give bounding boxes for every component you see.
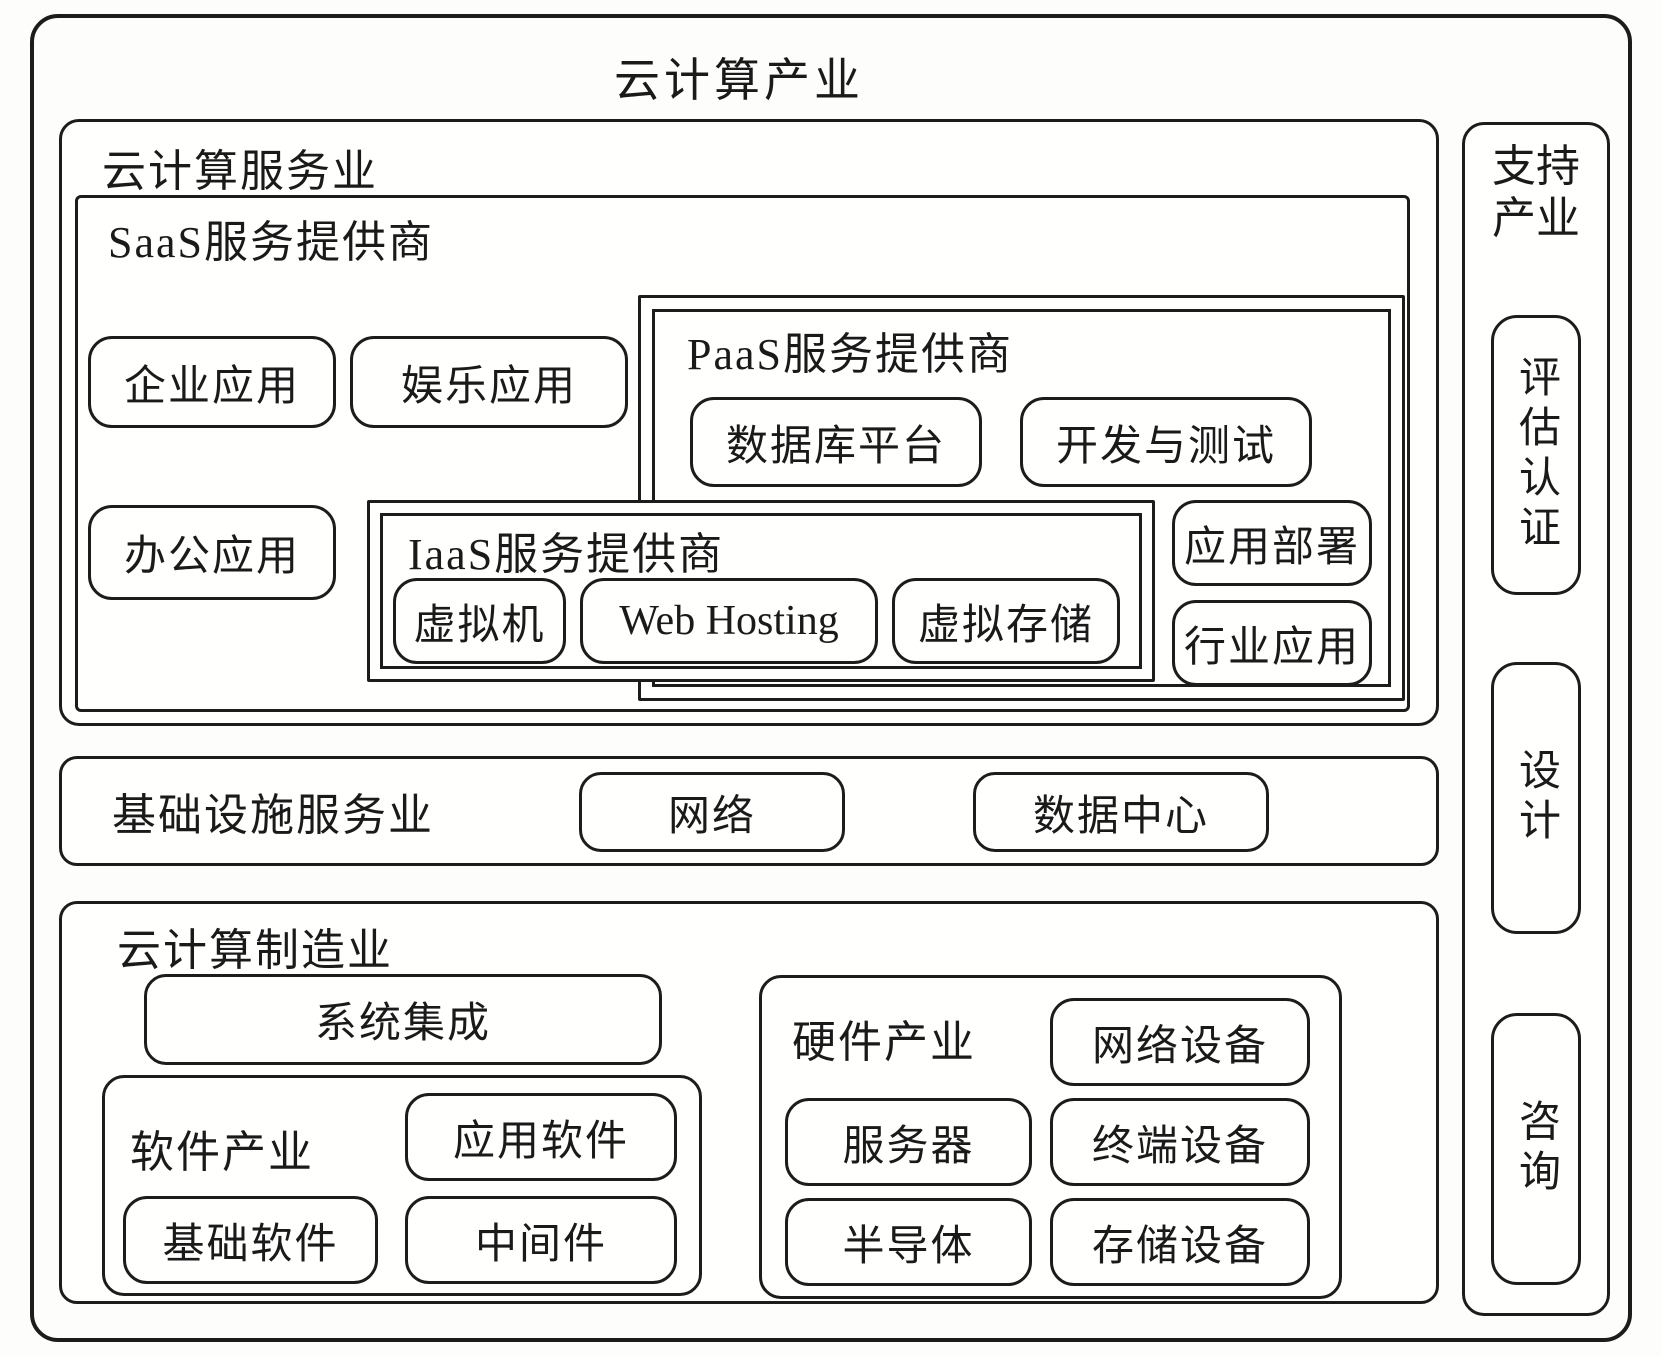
saas-provider-box: SaaS服务提供商 企业应用 娱乐应用 办公应用 PaaS服务提供商 数据库平台… — [75, 195, 1410, 712]
pill-basic-software: 基础软件 — [123, 1196, 378, 1284]
diagram-title: 云计算产业 — [614, 55, 864, 106]
pill-middleware: 中间件 — [405, 1196, 677, 1284]
pill-dev-and-test: 开发与测试 — [1020, 397, 1312, 487]
software-industry-label: 软件产业 — [130, 1128, 314, 1177]
pill-entertainment-apps: 娱乐应用 — [350, 336, 628, 428]
iaas-provider-box: IaaS服务提供商 虚拟机 Web Hosting 虚拟存储 — [380, 513, 1142, 669]
service-industry-label: 云计算服务业 — [102, 147, 378, 196]
service-industry-box: 云计算服务业 SaaS服务提供商 企业应用 娱乐应用 办公应用 PaaS服务提供… — [59, 119, 1439, 726]
pill-network: 网络 — [579, 772, 845, 852]
pill-design: 设计 — [1491, 662, 1581, 934]
pill-database-platform: 数据库平台 — [690, 397, 982, 487]
pill-web-hosting: Web Hosting — [580, 578, 878, 664]
support-industry-box: 支持产业 评估认证 设计 咨询 — [1462, 122, 1610, 1316]
pill-data-center: 数据中心 — [973, 772, 1269, 852]
manufacturing-industry-label: 云计算制造业 — [117, 926, 393, 975]
pill-server: 服务器 — [785, 1098, 1032, 1186]
pill-industry-apps: 行业应用 — [1172, 600, 1372, 686]
paas-provider-label: PaaS服务提供商 — [687, 330, 1013, 379]
pill-office-apps: 办公应用 — [88, 505, 336, 600]
manufacturing-industry-box: 云计算制造业 系统集成 软件产业 应用软件 基础软件 中间件 硬件产业 网络设备… — [59, 901, 1439, 1304]
infrastructure-industry-box: 基础设施服务业 网络 数据中心 — [59, 756, 1439, 866]
hardware-industry-label: 硬件产业 — [792, 1018, 976, 1067]
saas-provider-label: SaaS服务提供商 — [108, 218, 434, 267]
iaas-provider-label: IaaS服务提供商 — [408, 530, 725, 579]
infrastructure-industry-label: 基础设施服务业 — [112, 791, 434, 840]
software-industry-box: 软件产业 应用软件 基础软件 中间件 — [102, 1075, 702, 1296]
pill-app-deployment: 应用部署 — [1172, 500, 1372, 586]
support-industry-label: 支持产业 — [1492, 142, 1580, 243]
pill-storage-equipment: 存储设备 — [1050, 1198, 1310, 1286]
pill-enterprise-apps: 企业应用 — [88, 336, 336, 428]
pill-system-integration: 系统集成 — [144, 974, 662, 1065]
hardware-industry-box: 硬件产业 网络设备 服务器 终端设备 半导体 存储设备 — [759, 975, 1342, 1299]
pill-virtual-storage: 虚拟存储 — [892, 578, 1120, 664]
pill-network-equipment: 网络设备 — [1050, 998, 1310, 1086]
cloud-computing-industry-frame: 云计算产业 云计算服务业 SaaS服务提供商 企业应用 娱乐应用 办公应用 Pa… — [30, 14, 1632, 1342]
pill-consulting: 咨询 — [1491, 1013, 1581, 1285]
saas-paas-iaas-stack: SaaS服务提供商 企业应用 娱乐应用 办公应用 PaaS服务提供商 数据库平台… — [75, 195, 1410, 712]
pill-semiconductor: 半导体 — [785, 1198, 1032, 1286]
pill-evaluation-certification: 评估认证 — [1491, 315, 1581, 595]
pill-virtual-machine: 虚拟机 — [393, 578, 566, 664]
pill-application-software: 应用软件 — [405, 1093, 677, 1181]
iaas-provider-outer-box: IaaS服务提供商 虚拟机 Web Hosting 虚拟存储 — [367, 500, 1155, 682]
pill-terminal-equipment: 终端设备 — [1050, 1098, 1310, 1186]
